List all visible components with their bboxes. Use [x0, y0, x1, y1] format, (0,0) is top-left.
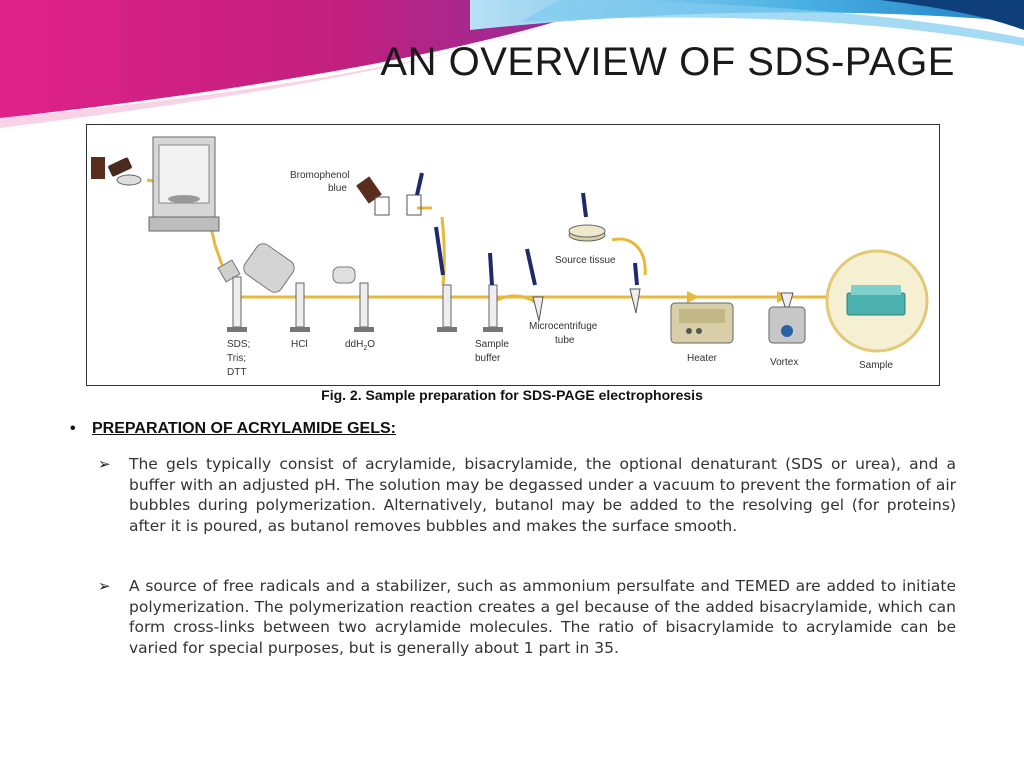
- label-microcentrifuge: Microcentrifuge: [529, 321, 598, 332]
- petri-dish-icon: [568, 224, 606, 242]
- label-heater: Heater: [687, 353, 718, 364]
- section-heading-text: PREPARATION OF ACRYLAMIDE GELS:: [92, 420, 396, 437]
- figure-panel: Bromophenol blue Source tissue SDS; Tris…: [86, 124, 940, 386]
- microcentrifuge-tube-icon: [532, 288, 641, 322]
- paragraph-1-text: The gels typically consist of acrylamide…: [129, 455, 956, 535]
- label-buffer: buffer: [475, 353, 501, 364]
- vortex-icon: [768, 292, 806, 344]
- sample-prep-diagram: Bromophenol blue Source tissue SDS; Tris…: [91, 136, 929, 378]
- flow-arrow-down: [440, 216, 446, 286]
- arrow-bullet-icon: ➢: [98, 577, 111, 595]
- reagent-bottles-icon: [91, 157, 142, 186]
- section-heading: • PREPARATION OF ACRYLAMIDE GELS:: [70, 420, 396, 438]
- label-dtt: DTT: [227, 367, 246, 378]
- label-hcl: HCl: [291, 339, 308, 350]
- balance-icon: [148, 136, 220, 232]
- bullet: •: [70, 420, 76, 437]
- label-tris: Tris;: [227, 353, 246, 364]
- label-ddh2o: ddH2O: [345, 339, 375, 352]
- label-source-tissue: Source tissue: [555, 255, 616, 266]
- arrowhead: [687, 291, 699, 303]
- dye-bottle-icon: [356, 172, 424, 216]
- label-tube: tube: [555, 335, 575, 346]
- slide-title: AN OVERVIEW OF SDS-PAGE: [380, 40, 955, 84]
- paragraph-2: ➢ A source of free radicals and a stabil…: [98, 576, 956, 658]
- pipettes-icon: [434, 192, 639, 286]
- figure-caption: Fig. 2. Sample preparation for SDS-PAGE …: [321, 387, 703, 403]
- flow-arrow-tissue: [611, 237, 647, 276]
- label-bromophenol-blue: blue: [328, 183, 347, 194]
- bottle-icon: [217, 243, 356, 293]
- label-sample: Sample: [475, 339, 509, 350]
- graduated-cylinders-icon: [227, 276, 503, 332]
- arrow-bullet-icon: ➢: [98, 455, 111, 473]
- paragraph-2-text: A source of free radicals and a stabiliz…: [129, 577, 956, 657]
- label-vortex: Vortex: [770, 357, 798, 368]
- label-sample-final: Sample: [859, 360, 893, 371]
- sample-rack-icon: [825, 249, 929, 353]
- label-sds: SDS;: [227, 339, 250, 350]
- paragraph-1: ➢ The gels typically consist of acrylami…: [98, 454, 956, 536]
- label-bromophenol: Bromophenol: [290, 170, 349, 181]
- heater-icon: [670, 302, 734, 344]
- header-swoosh: [0, 0, 1024, 128]
